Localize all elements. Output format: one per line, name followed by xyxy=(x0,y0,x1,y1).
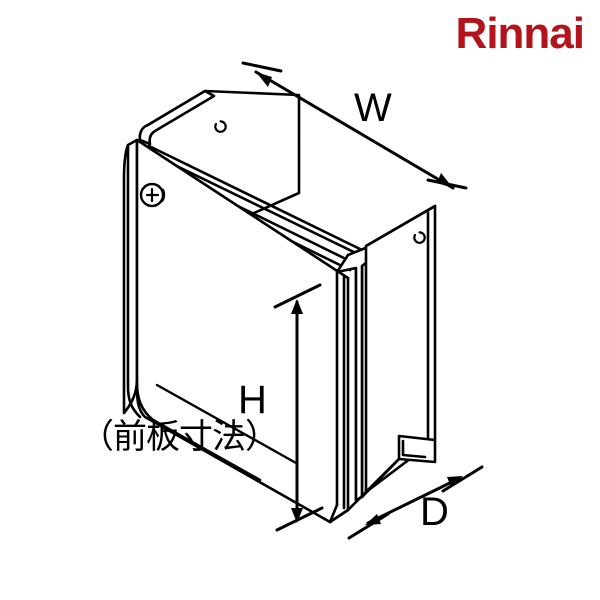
right-side-top-edge xyxy=(364,204,437,248)
bottom-tab-bracket xyxy=(397,434,437,464)
dimension-arrow-h xyxy=(273,283,324,532)
screw-upper-left xyxy=(139,182,166,208)
hole-right-panel-icon xyxy=(413,231,426,244)
dimension-arrow-w xyxy=(241,61,468,190)
front-right-fold-corner xyxy=(335,245,374,502)
bottom-foot-line xyxy=(328,503,339,524)
front-plate-dimension-note: （前板寸法） xyxy=(80,417,279,457)
dimension-arrow-d xyxy=(347,465,484,540)
top-rail-fold-b xyxy=(150,152,364,258)
bottom-rear-edge xyxy=(360,457,401,499)
dimension-label-h: H xyxy=(238,378,267,422)
bottom-tab-inner xyxy=(401,439,427,459)
front-panel-bottom-curve xyxy=(135,382,262,482)
hole-top-bracket-icon xyxy=(214,120,227,133)
top-rail-fold-a xyxy=(147,144,362,251)
rinnai-logo: Rinnai xyxy=(455,9,585,58)
top-bracket-lip xyxy=(138,89,216,146)
cabinet-body xyxy=(122,89,437,524)
bottom-front-edge xyxy=(328,508,350,524)
dimension-label-w: W xyxy=(354,86,392,130)
front-panel-face xyxy=(122,138,139,415)
dimension-label-d: D xyxy=(420,490,449,534)
front-panel-left-edge xyxy=(126,144,142,419)
note-leader-line xyxy=(155,383,298,465)
